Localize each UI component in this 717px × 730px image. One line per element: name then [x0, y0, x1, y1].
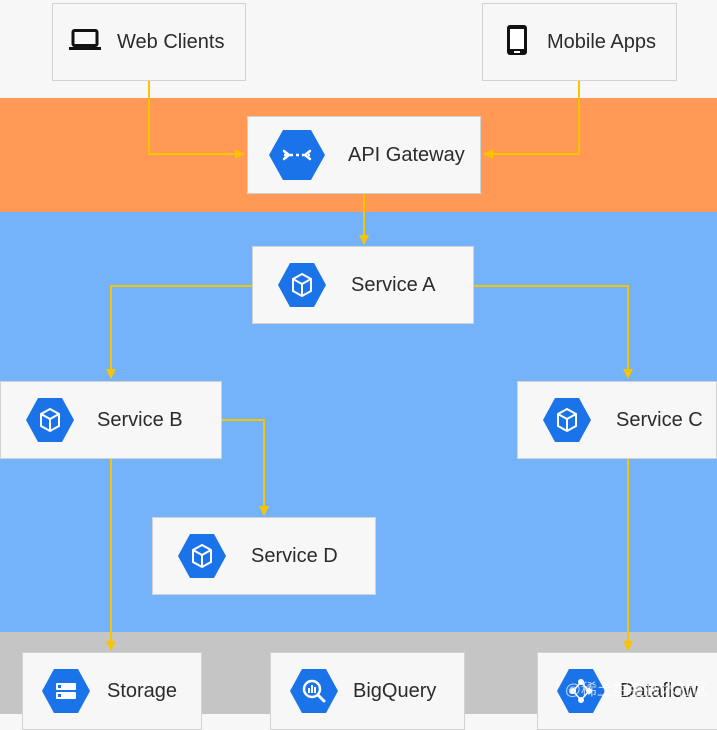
- mobile-phone-icon: [507, 24, 527, 60]
- storage-node[interactable]: Storage: [22, 652, 202, 730]
- service-a-label: Service A: [351, 273, 436, 296]
- bigquery-hexagon-icon: [289, 666, 339, 716]
- bigquery-label: BigQuery: [353, 679, 437, 702]
- bigquery-node[interactable]: BigQuery: [270, 652, 465, 730]
- api-gateway-node[interactable]: API Gateway: [247, 116, 481, 194]
- service-b-node[interactable]: Service B: [0, 381, 222, 459]
- api-gateway-icon: [268, 126, 326, 184]
- cube-hexagon-icon: [177, 531, 227, 581]
- web-clients-label: Web Clients: [117, 30, 225, 53]
- arrow-web-clients-to-gateway: [148, 80, 245, 159]
- service-c-node[interactable]: Service C: [517, 381, 717, 459]
- arrow-service-a-to-service-c: [474, 285, 633, 379]
- arrow-mobile-apps-to-gateway: [483, 80, 580, 159]
- dataflow-hexagon-icon: [556, 666, 606, 716]
- service-a-node[interactable]: Service A: [252, 246, 474, 324]
- arrow-service-b-to-service-d: [222, 419, 269, 516]
- laptop-icon: [69, 28, 103, 56]
- api-gateway-label: API Gateway: [348, 143, 465, 166]
- mobile-apps-label: Mobile Apps: [547, 30, 656, 53]
- service-c-label: Service C: [616, 408, 703, 431]
- cube-hexagon-icon: [542, 395, 592, 445]
- cube-hexagon-icon: [277, 260, 327, 310]
- connector-arrows: [106, 80, 633, 651]
- arrow-service-a-to-service-b: [106, 285, 252, 379]
- cube-hexagon-icon: [25, 395, 75, 445]
- storage-hexagon-icon: [41, 666, 91, 716]
- service-b-label: Service B: [97, 408, 183, 431]
- mobile-apps-node[interactable]: Mobile Apps: [482, 3, 677, 81]
- storage-label: Storage: [107, 679, 178, 702]
- service-d-node[interactable]: Service D: [152, 517, 376, 595]
- service-d-label: Service D: [251, 544, 338, 567]
- web-clients-node[interactable]: Web Clients: [52, 3, 246, 81]
- watermark: @稀土掘金技术社区: [564, 682, 709, 699]
- dataflow-label: Dataflow: [620, 679, 698, 702]
